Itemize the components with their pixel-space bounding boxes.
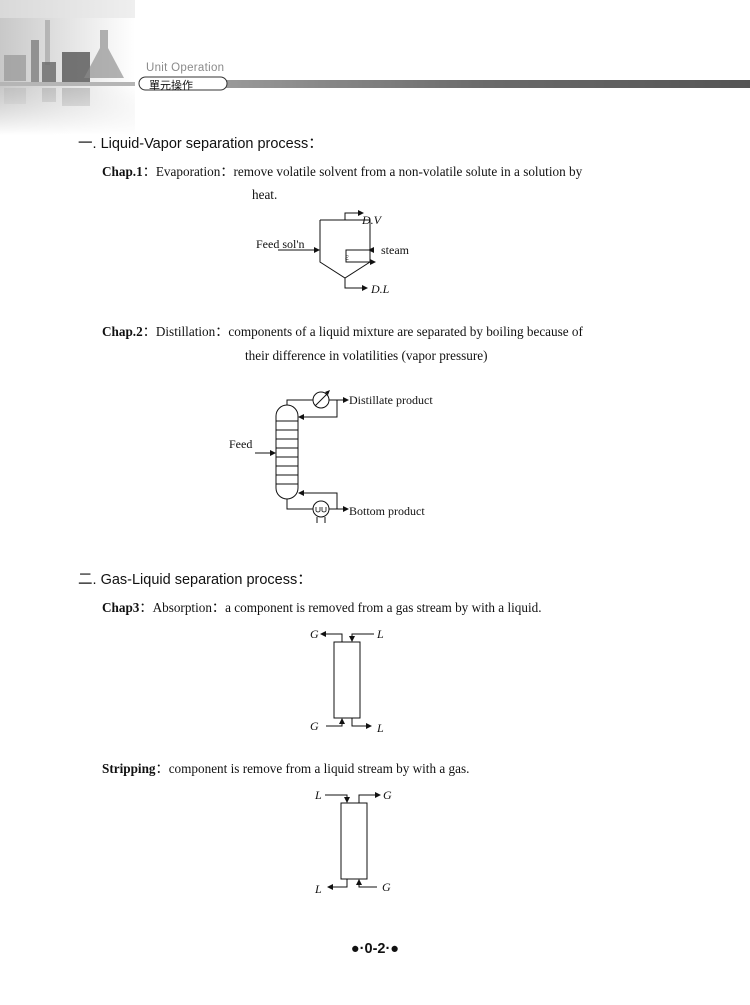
- evap-top-label: D.V: [361, 213, 383, 227]
- stripping-label: Stripping: [102, 761, 156, 776]
- chap3-text: a component is removed from a gas stream…: [225, 600, 541, 615]
- header-subtitle-cn: 單元操作: [149, 77, 193, 93]
- section2-heading: 二. Gas-Liquid separation process：: [78, 568, 312, 589]
- stripping-bottom-right-label: G: [382, 880, 391, 894]
- chap2-name: ：Distillation：: [143, 324, 229, 339]
- chap3-line: Chap3：Absorption：a component is removed …: [102, 597, 542, 616]
- section1-title: Liquid-Vapor separation process：: [101, 136, 323, 152]
- chap3-label: Chap3: [102, 600, 139, 615]
- section2-number: 二.: [78, 572, 97, 588]
- evap-bottom-label: D.L: [370, 282, 390, 296]
- header-subtitle-en: Unit Operation: [146, 62, 224, 74]
- evap-steam-label: steam: [381, 243, 410, 257]
- stripping-top-right-label: G: [383, 788, 392, 802]
- stripping-line: Stripping：component is remove from a liq…: [102, 758, 469, 777]
- stripping-bottom-left-label: L: [314, 882, 322, 896]
- chap1-line1: Chap.1：Evaporation：remove volatile solve…: [102, 161, 582, 180]
- section1-heading: 一. Liquid-Vapor separation process：: [78, 132, 323, 153]
- dist-bottom-label: Bottom product: [349, 504, 425, 518]
- chap3-name: ：Absorption：: [139, 600, 225, 615]
- chap2-line1: Chap.2：Distillation：components of a liqu…: [102, 321, 583, 340]
- svg-text:ε: ε: [345, 252, 349, 262]
- dist-feed-label: Feed: [229, 437, 252, 451]
- page-number: ●·0-2·●: [0, 941, 750, 957]
- absorption-top-left-label: G: [310, 627, 319, 641]
- stripping-text: ：component is remove from a liquid strea…: [156, 761, 470, 776]
- chap2-label: Chap.2: [102, 324, 143, 339]
- stripping-top-left-label: L: [314, 788, 322, 802]
- chap1-name: ：Evaporation：: [143, 164, 234, 179]
- chap2-text-line1: components of a liquid mixture are separ…: [228, 324, 583, 339]
- absorption-top-right-label: L: [376, 627, 384, 641]
- chap2-text-line2: their difference in volatilities (vapor …: [245, 348, 488, 364]
- absorption-bottom-left-label: G: [310, 719, 319, 733]
- absorption-column-diagram: G L G L: [300, 622, 400, 738]
- section2-title: Gas-Liquid separation process：: [101, 572, 312, 588]
- evaporator-diagram: ε Feed sol'n D.V steam D.L: [250, 208, 430, 300]
- chap1-text-line1: remove volatile solvent from a non-volat…: [234, 164, 583, 179]
- stripping-column-diagram: L G L G: [305, 783, 405, 899]
- chap1-text-line2: heat.: [252, 187, 277, 203]
- absorption-bottom-right-label: L: [376, 721, 384, 735]
- header-lab-glassware-image: [0, 0, 135, 135]
- section1-number: 一.: [78, 136, 97, 152]
- distillation-column-diagram: Feed Distillate product Bottom product: [225, 383, 465, 528]
- chap1-label: Chap.1: [102, 164, 143, 179]
- header-bar: [135, 76, 750, 91]
- dist-distillate-label: Distillate product: [349, 393, 433, 407]
- evap-feed-label: Feed sol'n: [256, 237, 305, 251]
